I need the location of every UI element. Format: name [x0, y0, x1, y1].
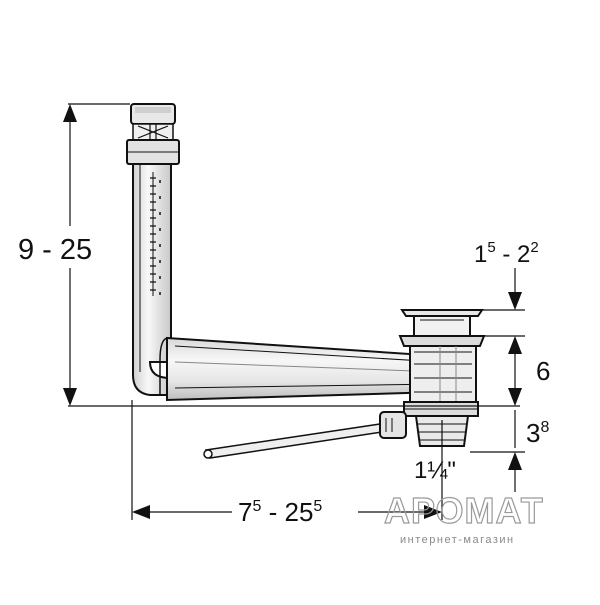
width-range-label: 75 - 255 [238, 497, 322, 527]
valve-flange [398, 335, 486, 347]
riser-tube [132, 163, 172, 396]
height-range-label: 9 - 25 [18, 234, 92, 266]
drain-height-label: 38 [526, 418, 549, 448]
dimension-lines [68, 103, 525, 520]
arrow-down [508, 388, 522, 406]
valve-height-label: 6 [536, 356, 550, 386]
arrow-up [63, 104, 77, 122]
riser-scale [150, 172, 161, 296]
arrowheads [63, 104, 522, 519]
thread-size-label: 1¼" [414, 457, 456, 484]
arrow-up [508, 336, 522, 354]
arrow-up [508, 452, 522, 470]
control-rod [203, 411, 407, 459]
valve-body [409, 345, 477, 403]
drain-valve [398, 309, 486, 447]
rod-knob [379, 411, 407, 439]
arrow-down [508, 292, 522, 310]
top-offset-label: 15 - 22 [474, 239, 539, 268]
watermark: АРОМАТ интернет-магазин [383, 489, 544, 546]
arrow-left [132, 505, 150, 519]
valve-plug [400, 309, 484, 317]
connecting-pipe [159, 336, 441, 402]
arrow-right [424, 505, 442, 519]
watermark-brand: АРОМАТ [384, 490, 544, 531]
overflow-grille [132, 123, 174, 141]
arrow-down [63, 388, 77, 406]
watermark-tagline: интернет-магазин [400, 534, 515, 546]
